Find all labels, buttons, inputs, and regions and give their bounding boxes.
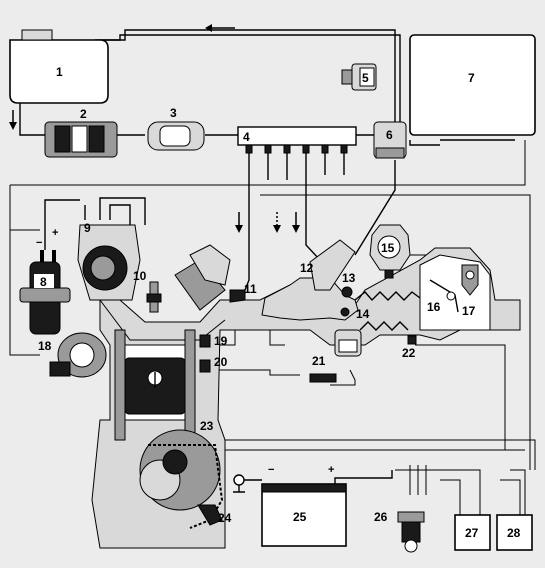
fuel-lines: [9, 24, 440, 146]
label-27: 27: [465, 526, 479, 540]
ignition-coil: − + 8: [19, 199, 80, 335]
coil-plus: +: [52, 227, 58, 239]
label-16: 16: [427, 300, 441, 314]
label-1: 1: [56, 65, 63, 79]
label-23: 23: [200, 419, 214, 433]
label-12: 12: [300, 261, 314, 275]
throttle-switch: 22: [402, 335, 417, 360]
ground-terminal: [233, 474, 262, 493]
battery-minus: −: [268, 464, 274, 476]
flywheel-sensor: 23: [200, 419, 214, 433]
fuel-rail: 4: [235, 126, 357, 291]
wiring-harness: [9, 140, 536, 515]
label-8: 8: [40, 275, 47, 289]
label-2: 2: [80, 107, 87, 121]
throttle-body: 12: [300, 239, 356, 291]
air-flow-meter: 16 17: [419, 254, 491, 331]
battery: − + 25: [261, 464, 393, 547]
ecu: 7: [409, 34, 536, 141]
label-6: 6: [386, 128, 393, 142]
label-21: 21: [312, 354, 326, 368]
idle-air-valve: 5: [341, 63, 377, 91]
label-24: 24: [218, 511, 232, 525]
label-14: 14: [356, 307, 370, 321]
label-28: 28: [507, 526, 521, 540]
sensor-19: 19: [199, 334, 228, 348]
label-17: 17: [462, 304, 476, 318]
spark-plug: 10: [133, 269, 162, 313]
relay-27: 27: [454, 514, 491, 551]
label-11: 11: [244, 282, 257, 296]
engine-block: [91, 247, 521, 549]
sensor-20: 20: [199, 355, 228, 373]
throttle-valve: 14: [340, 307, 370, 321]
auxiliary-air-device: 21: [309, 329, 362, 383]
coil-minus: −: [36, 237, 42, 249]
injector: 11: [174, 244, 257, 311]
diagnostic-connector: 26: [374, 510, 425, 553]
rail-outlets: [245, 144, 348, 154]
label-7: 7: [468, 71, 475, 85]
label-9: 9: [84, 221, 91, 235]
label-5: 5: [362, 71, 369, 85]
label-10: 10: [133, 269, 147, 283]
label-15: 15: [381, 241, 395, 255]
fuel-tank: 1: [9, 29, 109, 104]
label-26: 26: [374, 510, 388, 524]
label-19: 19: [214, 334, 228, 348]
coolant-sensor: 18: [38, 332, 107, 378]
intake-manifold: [261, 277, 359, 321]
throttle-sensor: 13: [341, 271, 356, 298]
label-4: 4: [243, 130, 250, 144]
label-3: 3: [170, 106, 177, 120]
fuel-filter: 3: [147, 106, 205, 151]
label-13: 13: [342, 271, 356, 285]
speed-sensor: 24: [197, 504, 232, 526]
relay-28: 28: [496, 514, 533, 551]
fuel-pump: 2: [44, 107, 118, 158]
battery-plus: +: [328, 464, 334, 476]
label-18: 18: [38, 339, 52, 353]
distributor: 9: [77, 197, 146, 301]
label-20: 20: [214, 355, 228, 369]
intake-bellows: [354, 291, 421, 331]
label-25: 25: [293, 510, 307, 524]
pressure-regulator: 6: [354, 121, 407, 256]
label-22: 22: [402, 346, 416, 360]
air-sensor: 15: [369, 224, 411, 279]
